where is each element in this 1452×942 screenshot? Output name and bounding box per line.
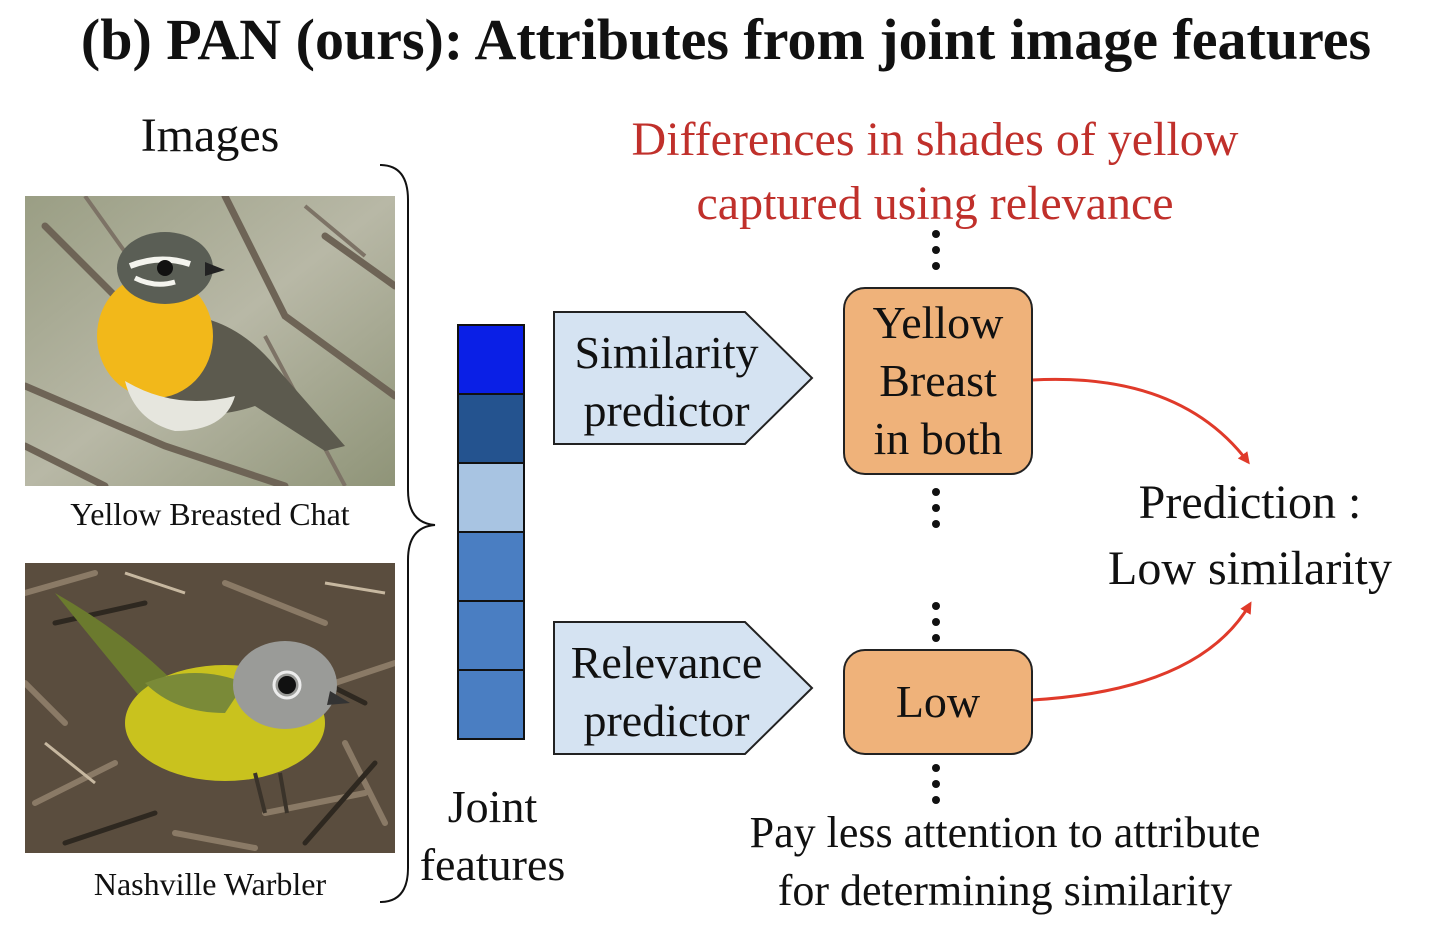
nashville-warbler-photo [25, 563, 395, 853]
attention-note: Pay less attention to attribute for dete… [690, 804, 1320, 920]
similarity-output-line3: in both [873, 413, 1003, 464]
relevance-note-line1: Differences in shades of yellow [631, 113, 1239, 166]
attention-note-line1: Pay less attention to attribute [749, 808, 1261, 857]
joint-features-label-line1: Joint [447, 781, 538, 832]
images-label: Images [140, 109, 280, 162]
feature-cell [457, 669, 525, 740]
feature-cell [457, 393, 525, 464]
diagram-title: (b) PAN (ours): Attributes from joint im… [80, 7, 1372, 72]
prediction-line1: Prediction : [1138, 476, 1362, 529]
similarity-predictor: Similarity predictor [554, 324, 779, 440]
relevance-to-prediction-arrow [1031, 601, 1252, 702]
prediction-text: Prediction : Low similarity [1080, 470, 1420, 602]
relevance-note: Differences in shades of yellow captured… [560, 108, 1310, 236]
similarity-predictor-shape [553, 311, 814, 445]
ellipsis-dots [932, 230, 940, 804]
feature-cell [457, 324, 525, 395]
feature-cell [457, 462, 525, 533]
relevance-predictor-line2: predictor [583, 695, 750, 746]
nashville-warbler-caption: Nashville Warbler [93, 866, 327, 902]
prediction-line2: Low similarity [1108, 542, 1392, 595]
joint-feature-vector [457, 324, 525, 740]
joint-features-label-line2: features [419, 839, 566, 890]
yellow-breasted-chat-caption: Yellow Breasted Chat [70, 496, 350, 532]
relevance-predictor: Relevance predictor [554, 634, 779, 750]
relevance-output-box: Low [843, 649, 1033, 755]
similarity-output-box: Yellow Breast in both [843, 287, 1033, 475]
relevance-predictor-line1: Relevance [570, 637, 763, 688]
relevance-predictor-shape [553, 621, 814, 755]
relevance-output-label: Low [895, 676, 981, 727]
similarity-output-line1: Yellow [872, 297, 1004, 348]
relevance-note-line2: captured using relevance [696, 177, 1174, 230]
similarity-predictor-line2: predictor [583, 385, 750, 436]
feature-cell [457, 600, 525, 671]
joint-features-label: Joint features [405, 778, 580, 894]
yellow-breasted-chat-photo [25, 196, 395, 486]
similarity-to-prediction-arrow [1031, 377, 1250, 465]
similarity-predictor-line1: Similarity [574, 327, 759, 378]
images-brace [379, 164, 436, 903]
attention-note-line2: for determining similarity [777, 866, 1233, 915]
feature-cell [457, 531, 525, 602]
similarity-output-line2: Breast [879, 355, 997, 406]
